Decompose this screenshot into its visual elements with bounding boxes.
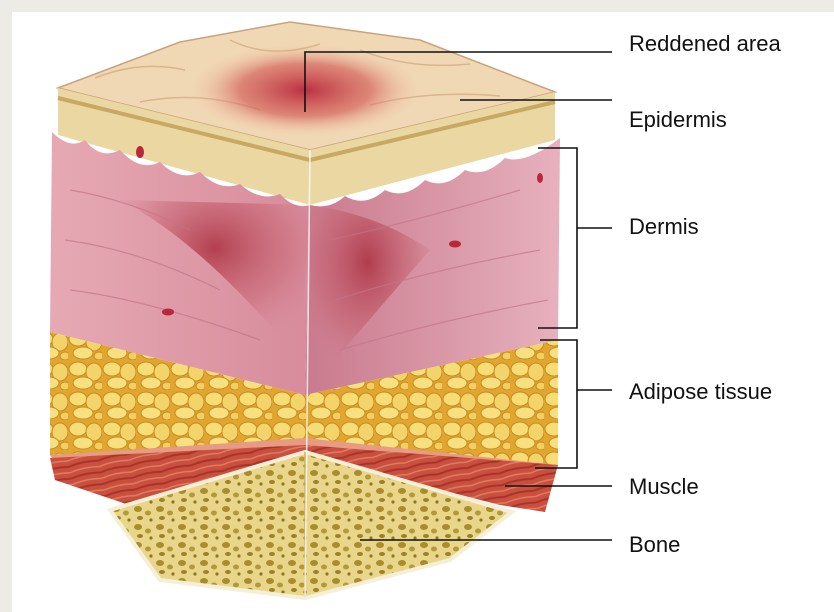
label-adipose-tissue: Adipose tissue — [629, 381, 772, 403]
label-dermis: Dermis — [629, 216, 699, 238]
label-epidermis: Epidermis — [629, 109, 727, 131]
label-muscle: Muscle — [629, 476, 699, 498]
label-bone: Bone — [629, 534, 680, 556]
label-reddened-area: Reddened area — [629, 33, 781, 55]
